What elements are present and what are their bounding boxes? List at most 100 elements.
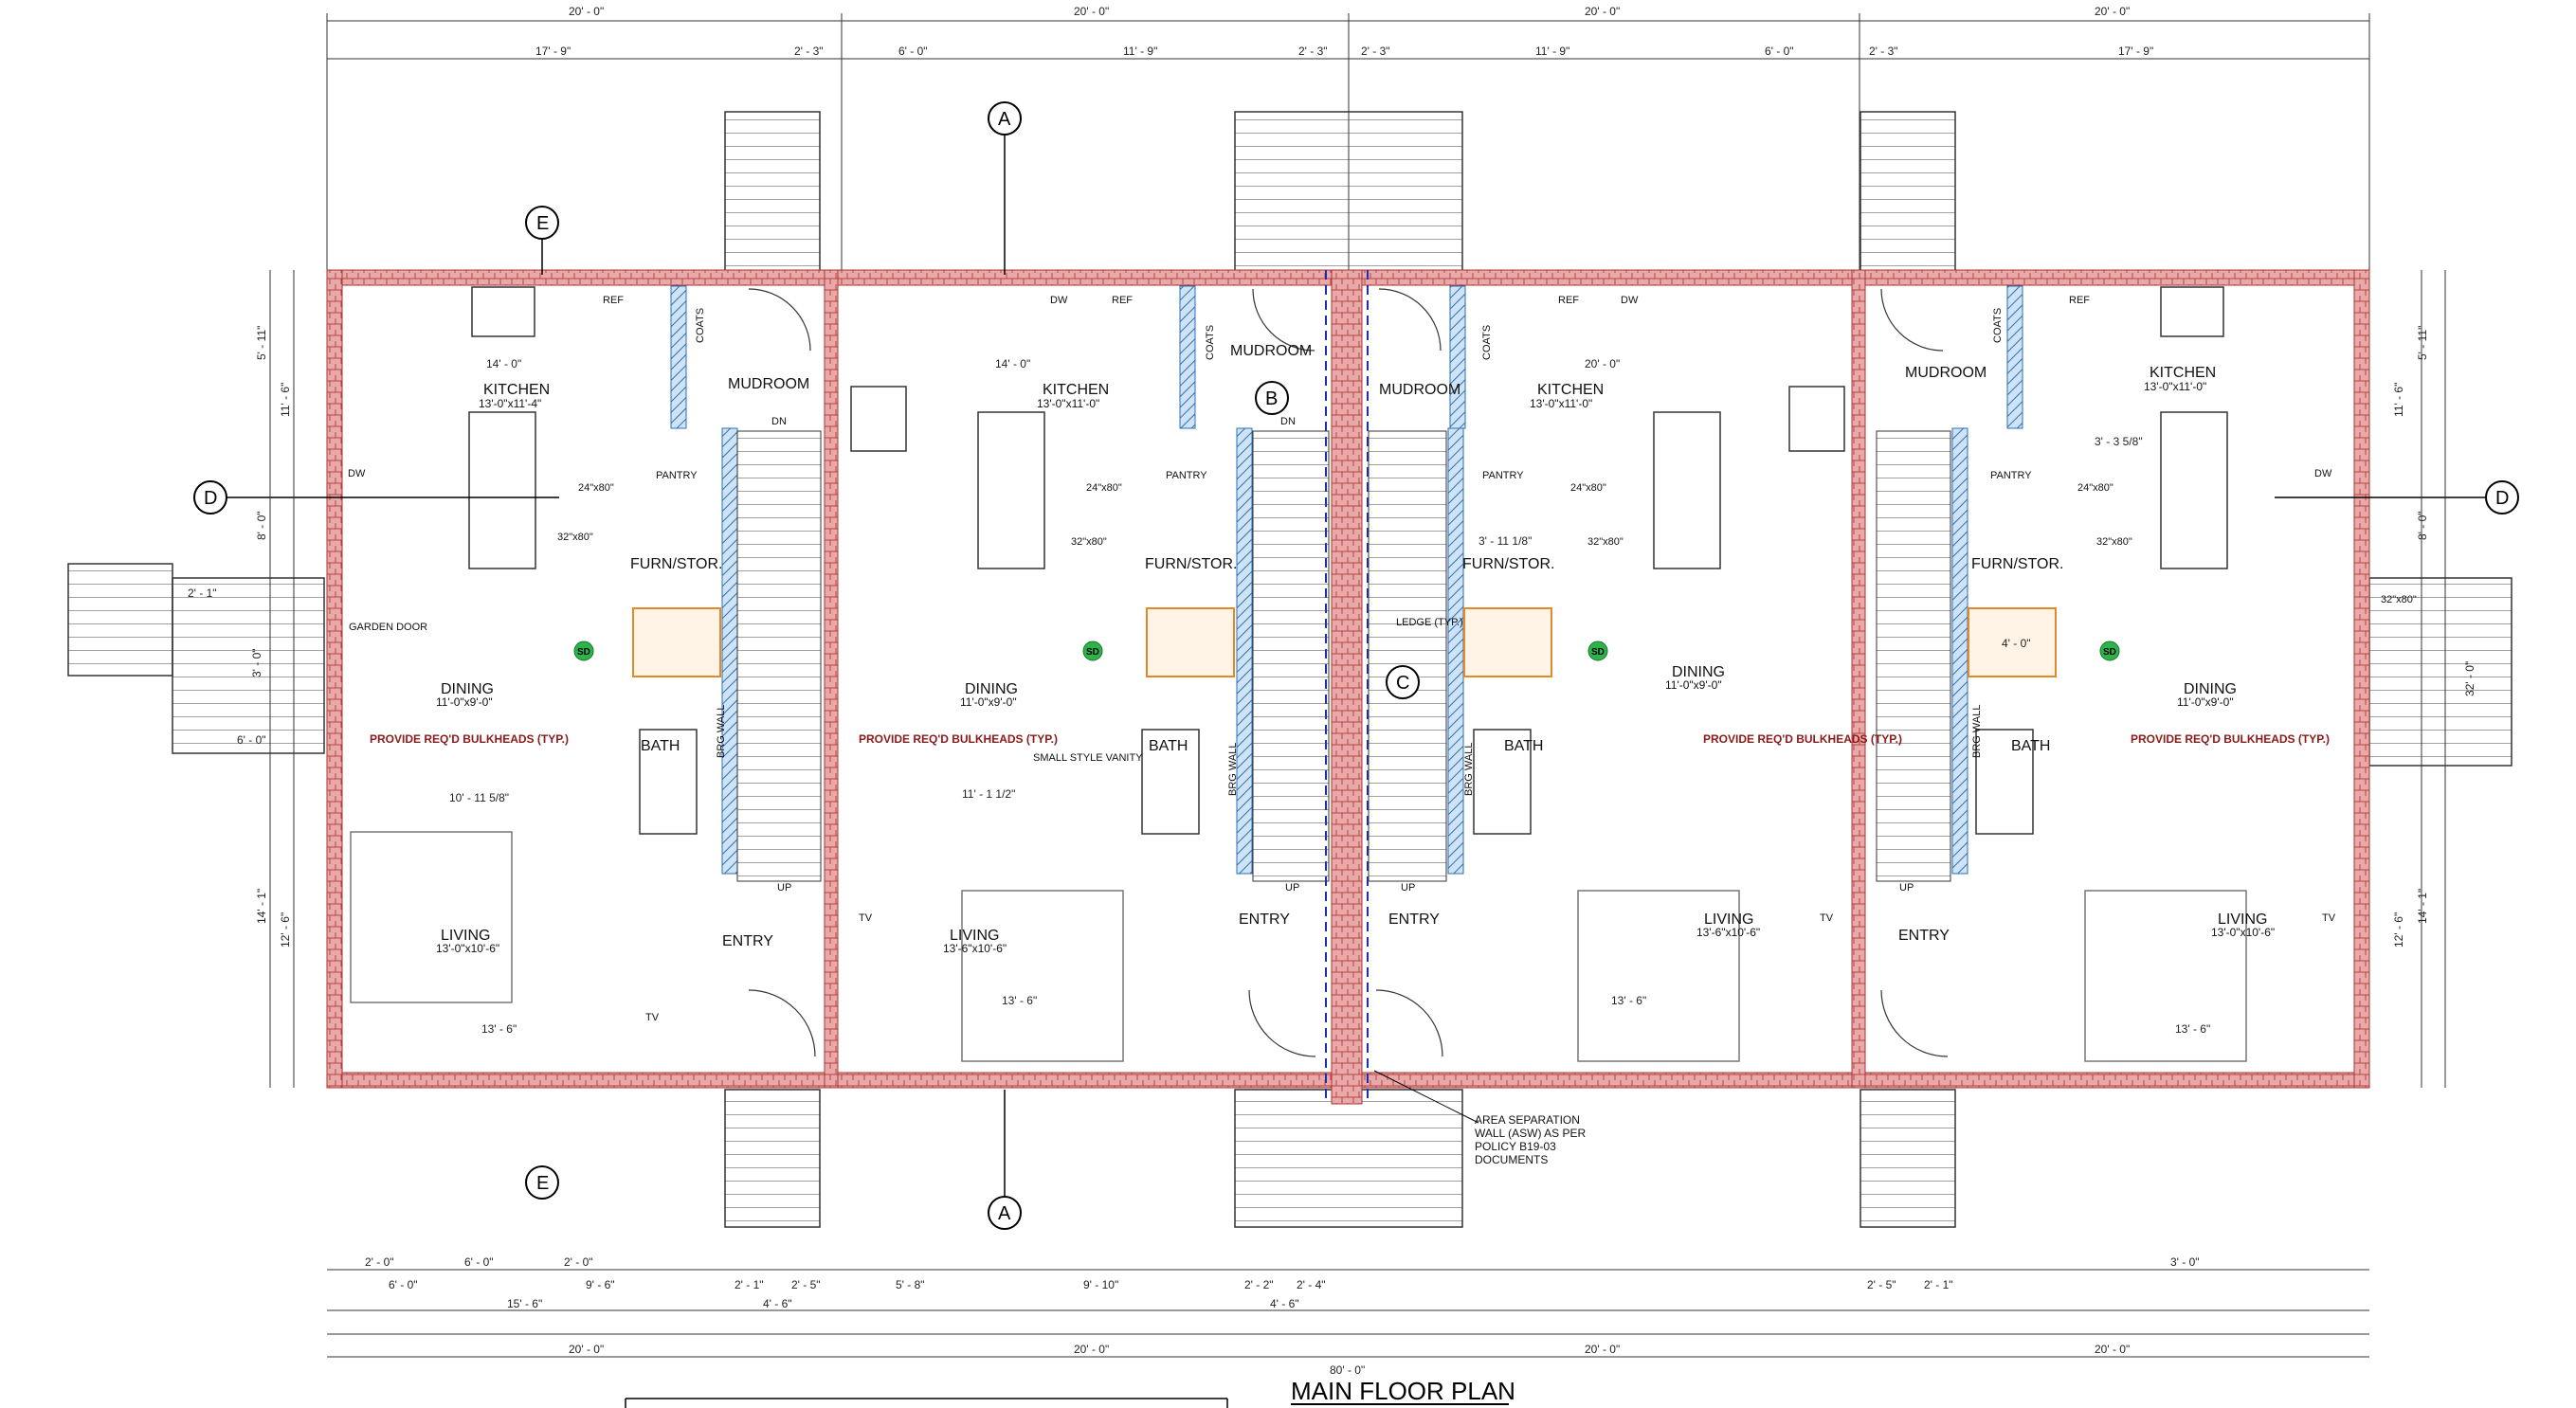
- right-dim-4: 32' - 0": [2463, 661, 2476, 696]
- section-marker-a-bottom: A: [998, 1203, 1011, 1224]
- bottom-unit-dim-1: 20' - 0": [569, 1343, 604, 1356]
- dim-a: 14' - 0": [995, 357, 1030, 370]
- kitchen-islands: [468, 411, 2228, 569]
- dim-row2-b: 2' - 3": [794, 45, 824, 58]
- dining-label: DINING: [441, 681, 494, 697]
- dining-size: 11'-0"x9'-0": [1665, 678, 1722, 692]
- coats-label-2: COATS: [1205, 325, 1216, 360]
- coats-label-3: COATS: [1481, 325, 1493, 360]
- dim-row2-h: 6' - 0": [1765, 45, 1794, 58]
- stair-up-label: UP: [1285, 882, 1299, 894]
- furn-stor-label: FURN/STOR.: [1462, 556, 1554, 572]
- stair-up-label: UP: [1899, 882, 1914, 894]
- pantry-label: PANTRY: [1166, 470, 1207, 481]
- bearing-walls: [670, 285, 2023, 875]
- ref-label: REF: [1112, 295, 1133, 306]
- stair-dn-label: DN: [1280, 416, 1296, 427]
- mudroom-label: MUDROOM: [728, 376, 809, 392]
- ref-label: REF: [603, 295, 624, 306]
- bulkhead-note: PROVIDE REQ'D BULKHEADS (TYP.): [2131, 732, 2330, 746]
- mudroom-label: MUDROOM: [1905, 365, 1986, 381]
- furn-stor-label: FURN/STOR.: [630, 556, 722, 572]
- bottom-unit-dim-3: 20' - 0": [1585, 1343, 1620, 1356]
- ledge-label: LEDGE (TYP.): [1396, 617, 1463, 628]
- dim-row2-g: 11' - 9": [1535, 45, 1569, 58]
- section-marker-e-bottom: E: [536, 1173, 549, 1194]
- living-furniture: [350, 831, 2247, 1062]
- right-dim-3: 8' - 0": [2416, 511, 2429, 540]
- dim-c: 10' - 11 5/8": [449, 791, 509, 804]
- smoke-detector-label-3: SD: [1591, 647, 1605, 658]
- dw-label: DW: [348, 468, 366, 479]
- dining-size: 11'-0"x9'-0": [2177, 695, 2234, 709]
- bottom-dim-13: 2' - 4": [1297, 1278, 1326, 1291]
- dim-row2-a: 17' - 9": [535, 45, 571, 58]
- exterior-walls: [326, 269, 2370, 1105]
- dim-a: 20' - 0": [1585, 357, 1620, 370]
- smoke-detector-label-2: SD: [1086, 647, 1099, 658]
- left-dim-3: 8' - 0": [255, 511, 268, 540]
- ref-label: REF: [1558, 295, 1579, 306]
- door-24-label: 24"x80": [1570, 482, 1606, 494]
- title-block: MAIN FLOOR PLAN: [625, 1377, 1515, 1408]
- living-size: 13'-6"x10'-6": [1696, 926, 1760, 939]
- section-markers: [193, 101, 2519, 1230]
- bulkhead-note: PROVIDE REQ'D BULKHEADS (TYP.): [859, 732, 1058, 746]
- kitchen-label: KITCHEN: [2150, 365, 2216, 381]
- bath-label: BATH: [2011, 738, 2050, 754]
- living-size: 13'-0"x10'-6": [436, 942, 499, 955]
- bottom-dim-12: 2' - 2": [1244, 1278, 1274, 1291]
- coats-label-1: COATS: [695, 308, 706, 343]
- tv-label: TV: [859, 912, 873, 924]
- exterior-stairs: [67, 111, 2513, 1228]
- unit-4: KITCHEN 13'-0"x11'-0" MUDROOM PANTRY FUR…: [1898, 295, 2417, 1036]
- kitchen-label: KITCHEN: [483, 382, 550, 398]
- pantry-label: PANTRY: [656, 470, 698, 481]
- top-dim-unit2: 20' - 0": [1074, 5, 1109, 18]
- mudroom-label: MUDROOM: [1379, 382, 1460, 398]
- living-label: LIVING: [950, 928, 999, 944]
- dw-label: DW: [2314, 468, 2332, 479]
- dining-label: DINING: [2184, 681, 2237, 697]
- bottom-unit-dim-4: 20' - 0": [2095, 1343, 2130, 1356]
- dim-a: 14' - 0": [486, 357, 521, 370]
- dim-row2-d: 11' - 9": [1123, 45, 1157, 58]
- right-dim-2: 11' - 6": [2392, 383, 2405, 417]
- dim-c: 3' - 11 1/8": [1478, 534, 1532, 548]
- bottom-dim-4: 6' - 0": [389, 1278, 418, 1291]
- dim-row2-c: 6' - 0": [898, 45, 928, 58]
- bottom-dim-6: 15' - 6": [507, 1297, 542, 1310]
- vanity-label: SMALL STYLE VANITY: [1033, 752, 1143, 764]
- dim-row2-e: 2' - 3": [1298, 45, 1328, 58]
- dim-c: 3' - 3 5/8": [2095, 435, 2143, 448]
- entry-label: ENTRY: [1239, 912, 1290, 928]
- bath-label: BATH: [1149, 738, 1188, 754]
- brg-wall-label-1: BRG WALL: [716, 705, 727, 758]
- door-32-label: 32"x80": [557, 532, 593, 543]
- bottom-dim-11: 9' - 10": [1083, 1278, 1118, 1291]
- stair-up-label: UP: [1401, 882, 1415, 894]
- bottom-dim-17: 3' - 0": [2170, 1255, 2200, 1269]
- dw-label: DW: [1621, 295, 1639, 306]
- kitchen-size: 13'-0"x11'-0": [1037, 397, 1099, 410]
- kitchen-size: 13'-0"x11'-0": [1530, 397, 1592, 410]
- entry-label: ENTRY: [722, 933, 773, 949]
- section-marker-a-top: A: [998, 109, 1011, 130]
- dim-row2-j: 17' - 9": [2118, 45, 2153, 58]
- left-deck-dim-2: 6' - 0": [237, 733, 266, 747]
- top-dim-unit3: 20' - 0": [1585, 5, 1620, 18]
- door-swings: [748, 288, 1949, 1057]
- pantry-label: PANTRY: [1482, 470, 1524, 481]
- door-32-label: 32"x80": [2096, 536, 2132, 548]
- bottom-dim-10: 5' - 8": [896, 1278, 925, 1291]
- tv-label: TV: [645, 1012, 660, 1023]
- left-deck-dim-3: 3' - 0": [250, 648, 263, 677]
- unit-2: KITCHEN 13'-0"x11'-0" MUDROOM PANTRY FUR…: [859, 295, 1312, 1007]
- kitchen-label: KITCHEN: [1043, 382, 1109, 398]
- bottom-dim-9: 4' - 6": [763, 1297, 792, 1310]
- section-lines: [227, 135, 2486, 1197]
- bulkhead-note: PROVIDE REQ'D BULKHEADS (TYP.): [1703, 732, 1902, 746]
- top-dim-unit1: 20' - 0": [569, 5, 604, 18]
- unit-3: KITCHEN 13'-0"x11'-0" MUDROOM PANTRY FUR…: [1379, 295, 1902, 1007]
- section-marker-d-left: D: [204, 488, 217, 509]
